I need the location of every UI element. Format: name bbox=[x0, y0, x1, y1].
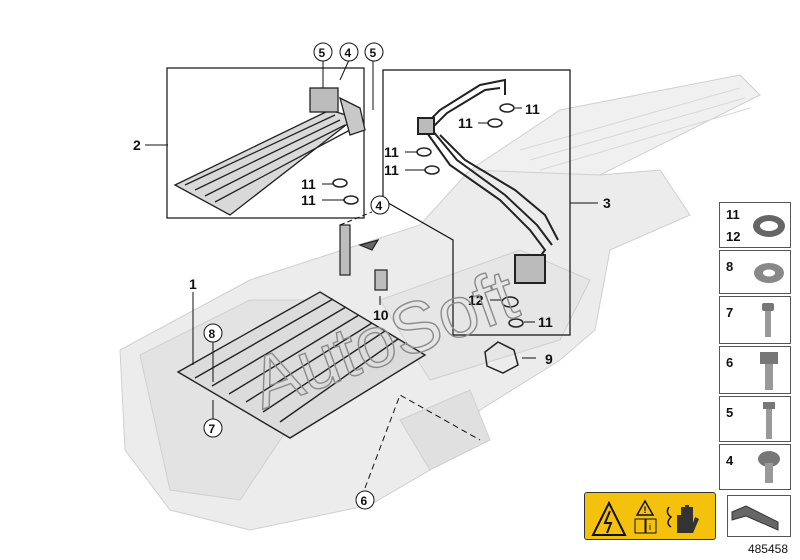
callout-7: 7 bbox=[209, 422, 216, 436]
legend-label-4: 4 bbox=[726, 453, 734, 468]
expanding-rivet-icon bbox=[762, 303, 774, 337]
manual-info-icon: i bbox=[634, 518, 657, 534]
callout-2: 2 bbox=[133, 137, 141, 153]
seal-ring-icon bbox=[753, 215, 785, 237]
legend-label-5: 5 bbox=[726, 405, 734, 420]
legend-panel-11-12: 11 12 bbox=[719, 202, 791, 248]
legend-panel-5: 5 bbox=[719, 396, 791, 442]
legend-panel-8: 8 bbox=[719, 250, 791, 294]
legend-label-7: 7 bbox=[726, 305, 734, 320]
legend-panel-4: 4 bbox=[719, 444, 791, 490]
callout-4-top: 4 bbox=[345, 46, 352, 60]
legend-label-6: 6 bbox=[726, 355, 734, 370]
callout-12: 12 bbox=[468, 292, 484, 308]
hand-protection-icon bbox=[666, 505, 699, 533]
screw-icon bbox=[763, 402, 775, 439]
warning-label: ! i bbox=[584, 492, 716, 540]
callout-labels: 2 1 3 5 4 5 4 8 7 6 10 9 11 11 11 11 11 … bbox=[133, 42, 611, 510]
reference-arrow-icon bbox=[731, 505, 779, 531]
coolant-pipe-assembly bbox=[417, 78, 559, 284]
callout-5-right: 5 bbox=[370, 46, 377, 60]
callout-8: 8 bbox=[209, 327, 216, 341]
warning-icon: ! bbox=[635, 499, 655, 516]
callout-11-d: 11 bbox=[458, 115, 473, 131]
lower-heating-mat bbox=[176, 291, 427, 439]
callout-11-e: 11 bbox=[384, 144, 399, 160]
legend-label-11: 11 bbox=[726, 207, 740, 222]
callout-11-g: 11 bbox=[538, 314, 553, 330]
reference-box bbox=[727, 495, 791, 537]
callout-11-b: 11 bbox=[301, 192, 316, 208]
callout-3: 3 bbox=[603, 195, 611, 211]
callout-1: 1 bbox=[189, 276, 197, 292]
electric-hazard-icon bbox=[591, 500, 627, 536]
callout-4-mid: 4 bbox=[376, 199, 383, 213]
callout-5-left: 5 bbox=[319, 46, 326, 60]
callout-6: 6 bbox=[361, 494, 368, 508]
connector-parts bbox=[339, 224, 388, 291]
document-number: 485458 bbox=[747, 542, 788, 556]
torx-bolt-icon bbox=[758, 451, 780, 483]
legend-panel-6: 6 bbox=[719, 346, 791, 394]
legend-label-12: 12 bbox=[726, 229, 741, 244]
group-box-2 bbox=[166, 67, 365, 219]
warning-symbols: ! i bbox=[591, 499, 699, 536]
svg-text:i: i bbox=[649, 522, 651, 532]
washer-icon bbox=[754, 263, 784, 283]
callout-10: 10 bbox=[373, 307, 389, 323]
legend-panel-7: 7 bbox=[719, 296, 791, 344]
callout-11-a: 11 bbox=[301, 176, 316, 192]
callout-9: 9 bbox=[545, 351, 553, 367]
legend-label-8: 8 bbox=[726, 259, 734, 274]
svg-text:!: ! bbox=[644, 505, 647, 515]
hex-bolt-icon bbox=[760, 352, 778, 390]
leader-lines bbox=[145, 59, 598, 489]
upper-heating-mat bbox=[173, 87, 366, 216]
callout-11-f: 11 bbox=[384, 162, 399, 178]
callout-11-c: 11 bbox=[525, 101, 540, 117]
